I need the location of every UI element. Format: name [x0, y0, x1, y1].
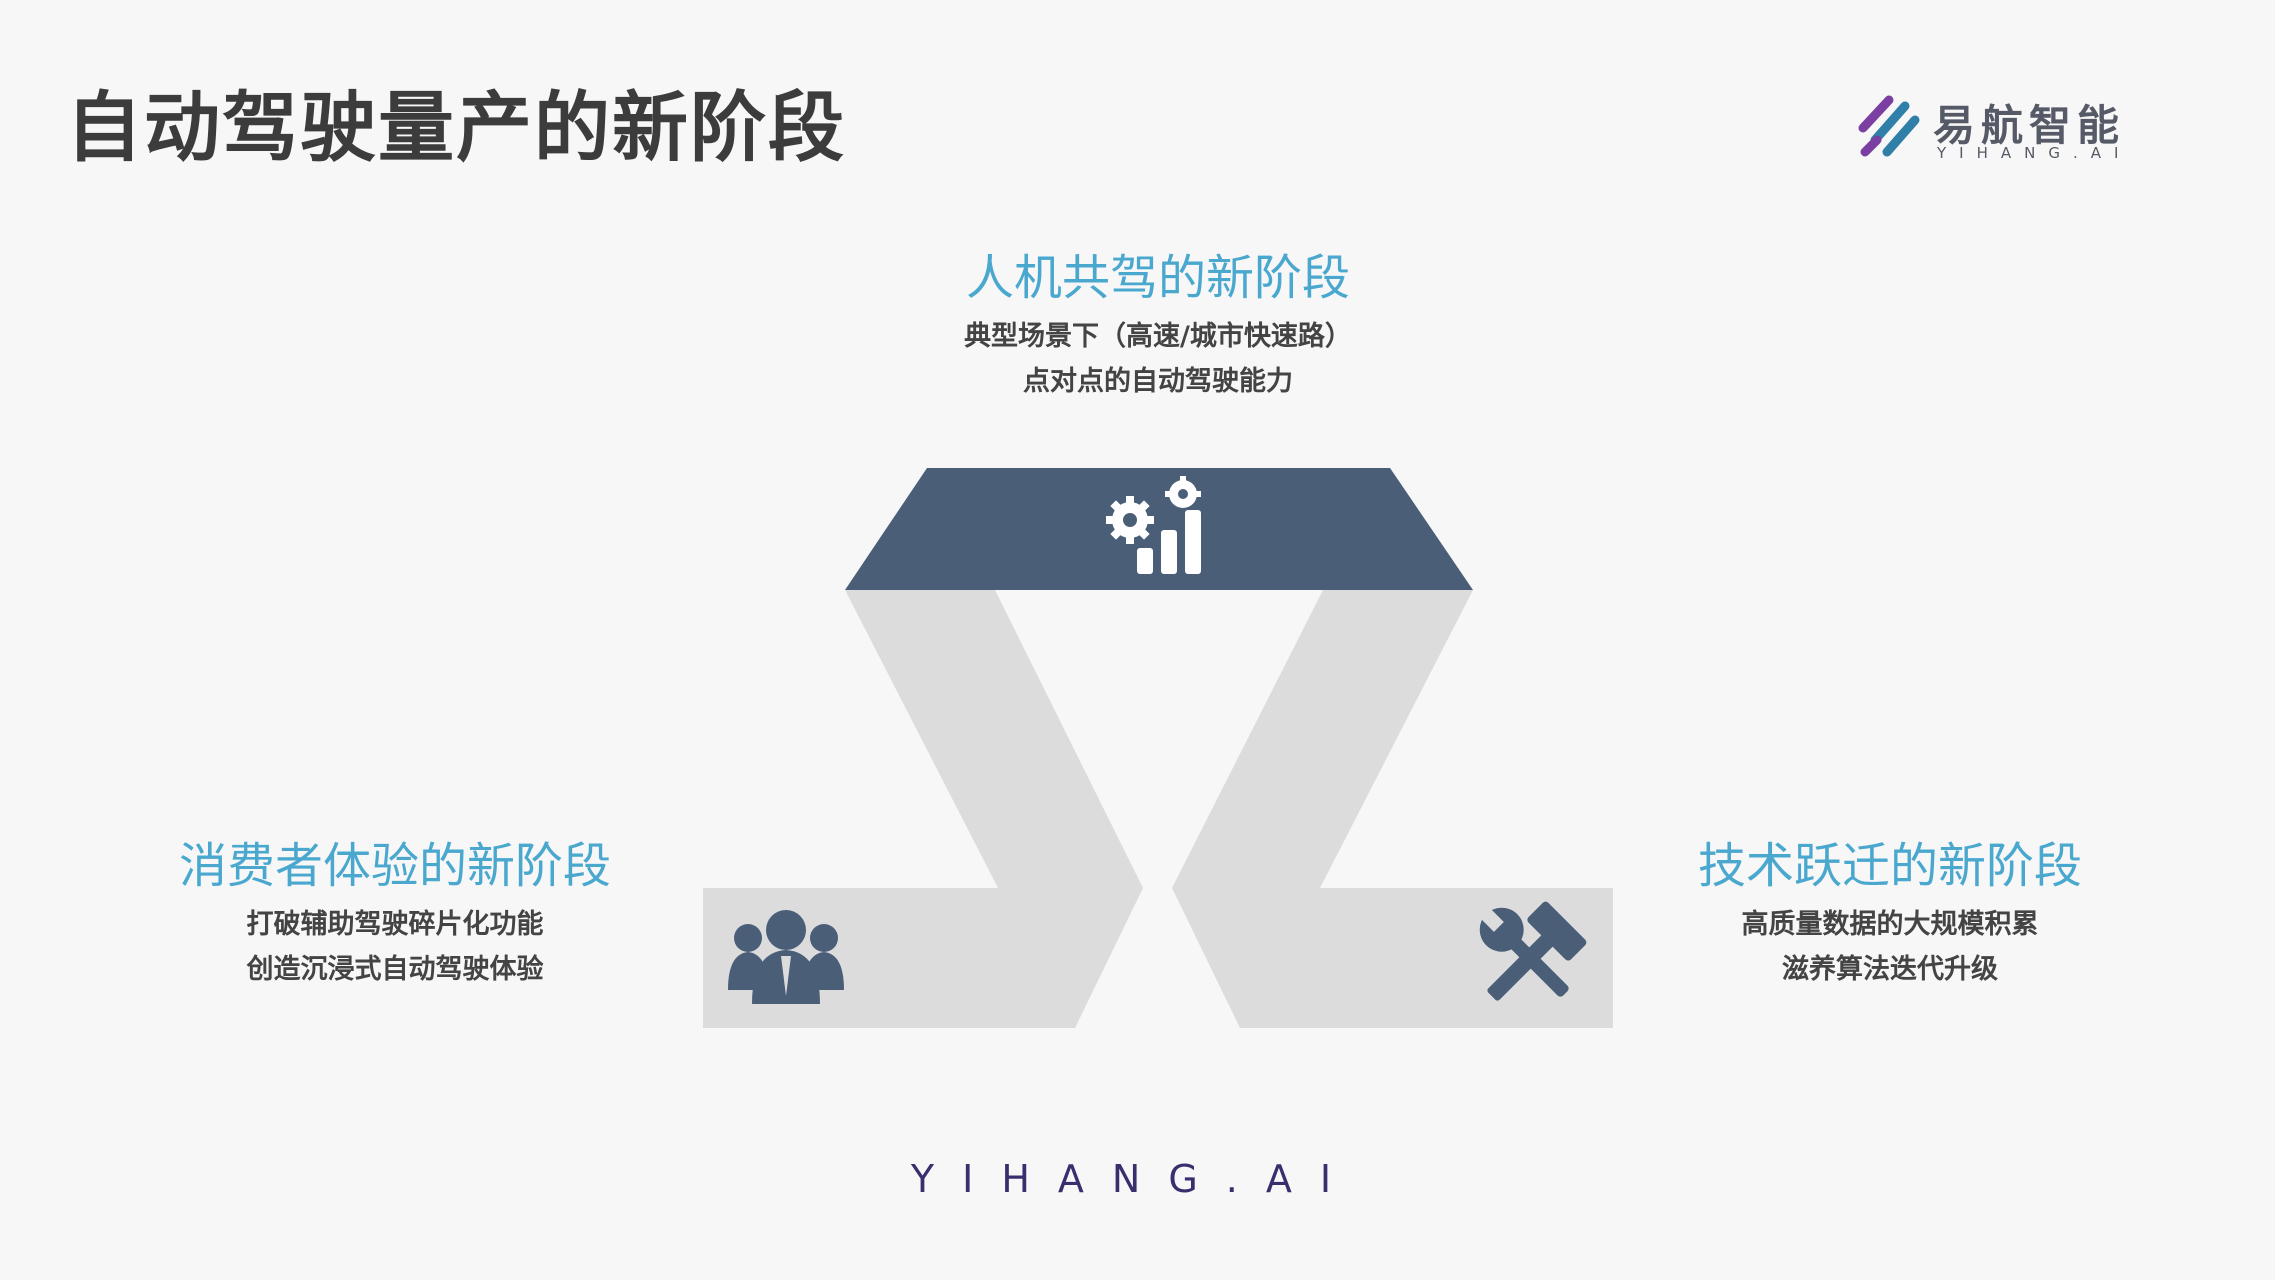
right-stage-title: 技术跃迁的新阶段: [1697, 838, 2082, 894]
left-stage-desc-line2: 创造沉浸式自动驾驶体验: [246, 954, 544, 985]
company-logo: 易航智能 YIHANG.AI: [1855, 92, 2175, 162]
right-stage-desc-line2: 滋养算法迭代升级: [1782, 954, 1998, 985]
hammer-wrench-icon: [1478, 901, 1587, 1001]
top-band: [845, 468, 1473, 590]
left-band: [703, 590, 1143, 1028]
left-stage-desc-line1: 打破辅助驾驶碎片化功能: [246, 909, 544, 940]
logo-mark-icon: [1858, 95, 1920, 157]
top-stage-title: 人机共驾的新阶段: [965, 250, 1350, 306]
people-group-icon: [728, 910, 844, 1004]
footer-brand-text: YIHANG.AI: [910, 1157, 1360, 1201]
logo-name-en: YIHANG.AI: [1937, 144, 2132, 162]
right-stage-desc-line1: 高质量数据的大规模积累: [1741, 909, 2039, 940]
right-band: [1172, 590, 1613, 1028]
slide-title: 自动驾驶量产的新阶段: [66, 83, 846, 172]
top-stage-desc-line2: 点对点的自动驾驶能力: [1023, 366, 1293, 397]
left-stage-title: 消费者体验的新阶段: [178, 838, 611, 894]
gears-chart-icon: [1106, 476, 1201, 574]
top-stage-desc-line1: 典型场景下（高速/城市快速路）: [964, 321, 1352, 352]
logo-name-cn: 易航智能: [1933, 101, 2126, 150]
